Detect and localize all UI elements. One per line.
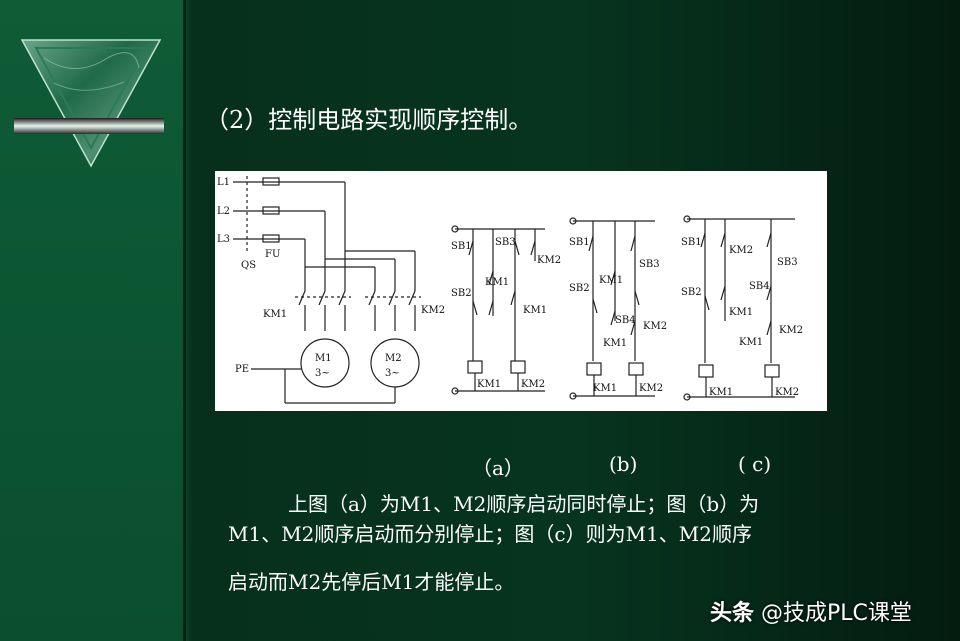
label-a-km2-hold: KM2	[537, 255, 561, 266]
main-power-circuit	[233, 176, 421, 404]
label-m2-sub: 3~	[385, 368, 400, 379]
label-l3: L3	[217, 234, 230, 245]
triangle-logo-icon	[14, 39, 164, 168]
paragraph-line-3: 启动而M2先停后M1才能停止。	[228, 570, 515, 594]
label-m1-sub: 3~	[315, 368, 330, 379]
paragraph-line-1: 上图（a）为M1、M2顺序启动同时停止；图（b）为	[288, 492, 760, 516]
panel-divider	[183, 0, 186, 641]
paragraph-line-2: M1、M2顺序启动而分别停止；图（c）则为M1、M2顺序	[228, 522, 753, 546]
label-a-sb2: SB2	[451, 288, 472, 299]
caption-a: （a）	[472, 456, 524, 480]
label-l2: L2	[217, 206, 230, 217]
label-b-coil2: KM2	[639, 383, 663, 394]
label-c-km1-il: KM1	[739, 337, 763, 348]
label-c-sb2: SB2	[681, 287, 702, 298]
watermark-account: @技成PLC课堂	[761, 601, 912, 626]
control-circuit-b	[569, 217, 655, 400]
label-m2: M2	[385, 353, 402, 364]
watermark: 头条 @技成PLC课堂	[710, 595, 912, 627]
label-b-sb2: SB2	[569, 283, 590, 294]
watermark-brand: 头条	[710, 601, 755, 626]
label-b-coil1: KM1	[593, 383, 617, 394]
label-m1: M1	[315, 353, 332, 364]
label-a-sb1: SB1	[451, 241, 472, 252]
label-c-sb4: SB4	[749, 281, 770, 292]
caption-c: ( c)	[738, 452, 772, 476]
caption-b: (b)	[609, 452, 638, 476]
control-circuit-c	[683, 215, 795, 401]
label-c-km1-hold: KM1	[729, 307, 753, 318]
label-c-km2-par: KM2	[729, 245, 753, 256]
label-main-km1: KM1	[263, 309, 287, 320]
label-pe: PE	[235, 364, 249, 375]
label-b-km1-hold: KM1	[599, 275, 623, 286]
label-c-sb3: SB3	[777, 257, 798, 268]
label-a-km1-il: KM1	[523, 305, 547, 316]
label-qs: QS	[241, 260, 256, 271]
label-a-km1-hold: KM1	[485, 277, 509, 288]
slide-heading: （2）控制电路实现顺序控制。	[205, 106, 533, 134]
label-a-coil1: KM1	[477, 379, 501, 390]
label-c-coil1: KM1	[709, 387, 733, 398]
label-b-km2-hold: KM2	[643, 321, 667, 332]
label-c-sb1: SB1	[681, 237, 702, 248]
label-b-sb1: SB1	[569, 237, 590, 248]
label-c-km2-hold: KM2	[779, 325, 803, 336]
label-a-coil2: KM2	[521, 379, 545, 390]
label-c-coil2: KM2	[775, 387, 799, 398]
label-a-sb3: SB3	[495, 237, 516, 248]
label-fu: FU	[265, 249, 280, 260]
label-l1: L1	[217, 177, 230, 188]
label-main-km2: KM2	[421, 305, 445, 316]
label-b-km1-il: KM1	[603, 338, 627, 349]
label-b-sb3: SB3	[639, 259, 660, 270]
label-b-sb4: SB4	[615, 315, 636, 326]
control-circuit-a	[451, 225, 545, 395]
circuit-diagram: L1 L2 L3 QS FU KM1 KM2 PE M1 3~ M2 3~	[215, 171, 827, 411]
